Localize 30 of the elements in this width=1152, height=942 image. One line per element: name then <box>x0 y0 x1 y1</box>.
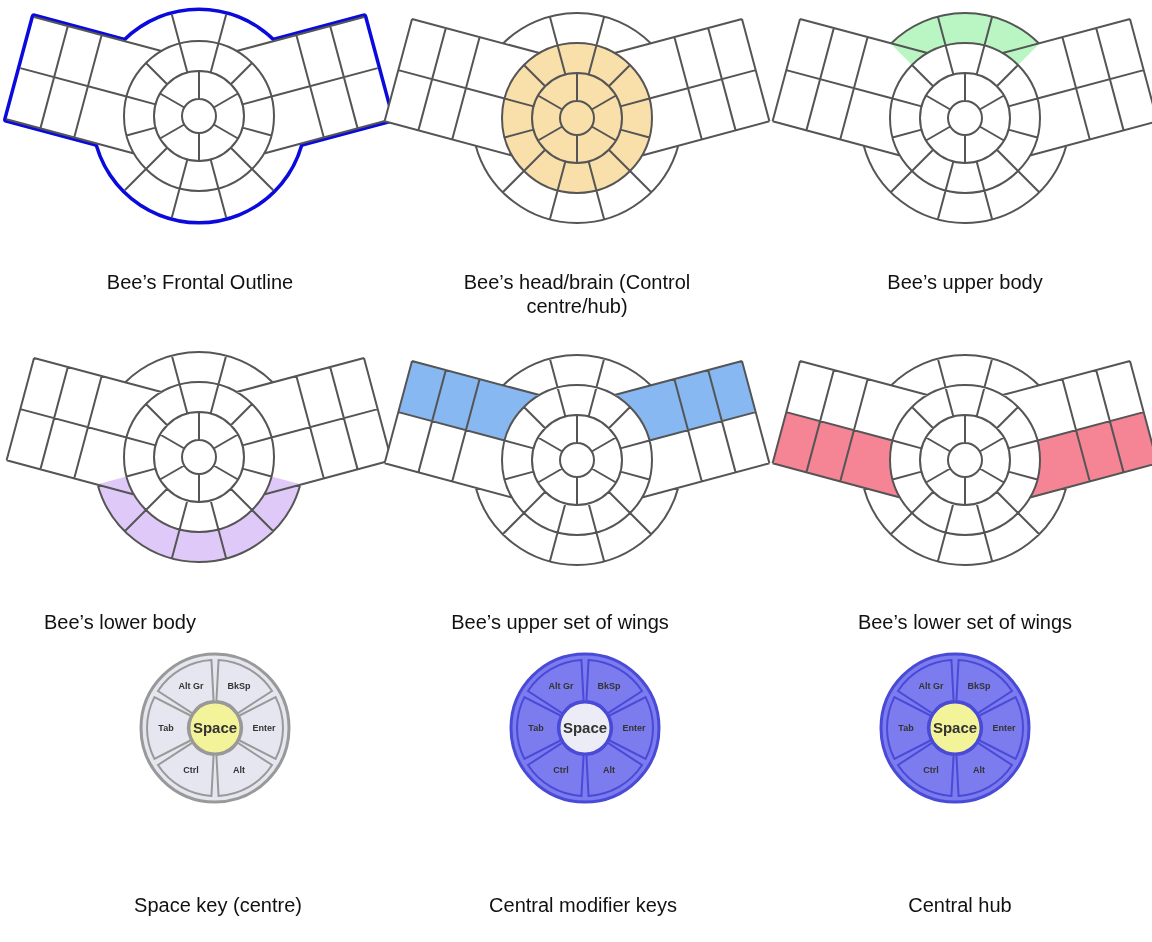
caption: Space key (centre) <box>133 893 303 917</box>
caption: Bee’s Frontal Outline <box>105 270 295 294</box>
key-label: BkSp <box>227 681 251 692</box>
key-label: Alt Gr <box>918 681 944 692</box>
key-label: Space <box>192 719 238 736</box>
key-label: Enter <box>252 723 276 733</box>
caption: Central hub <box>907 893 1013 917</box>
caption: Bee’s upper body <box>886 270 1044 294</box>
key-label: Ctrl <box>923 764 939 775</box>
key-label: Space <box>932 719 978 736</box>
key-label: Tab <box>158 723 174 733</box>
key-label: Ctrl <box>183 764 199 775</box>
caption: Bee’s upper set of wings <box>450 610 670 634</box>
key-label: Alt <box>973 764 985 775</box>
key-label: Ctrl <box>553 764 569 775</box>
key-label: BkSp <box>967 681 991 692</box>
caption: Bee’s head/brain (Control centre/hub) <box>462 270 692 318</box>
key-label: Tab <box>528 723 544 733</box>
key-label: Enter <box>622 723 646 733</box>
key-label: BkSp <box>597 681 621 692</box>
key-label: Tab <box>898 723 914 733</box>
key-label: Space <box>562 719 608 736</box>
key-label: Alt Gr <box>178 681 204 692</box>
key-label: Enter <box>992 723 1016 733</box>
caption: Bee’s lower set of wings <box>856 610 1074 634</box>
key-label: Alt <box>233 764 245 775</box>
key-label: Alt Gr <box>548 681 574 692</box>
key-label: Alt <box>603 764 615 775</box>
caption: Bee’s lower body <box>43 610 197 634</box>
caption: Central modifier keys <box>488 893 678 917</box>
